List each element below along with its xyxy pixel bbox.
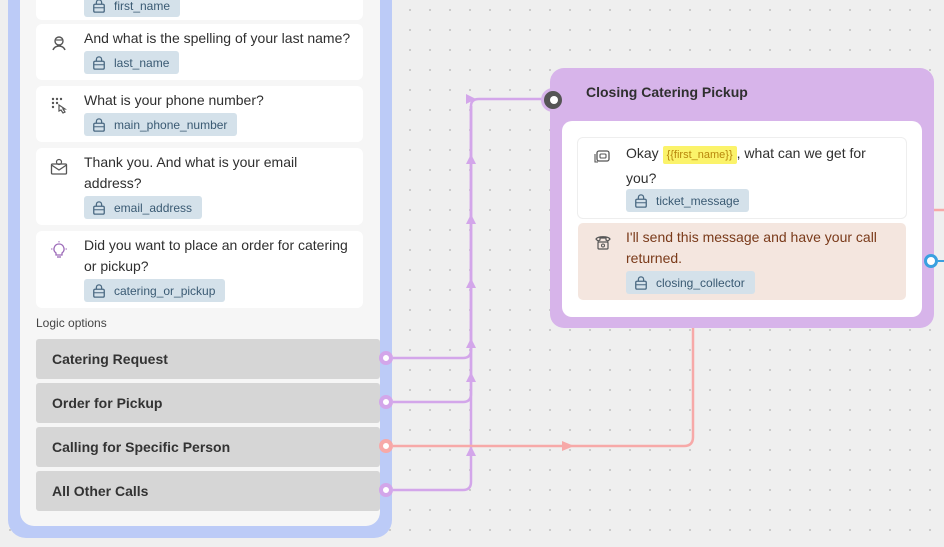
message-text-end: , what can we get for you? (626, 145, 866, 186)
lock-icon (93, 0, 105, 13)
question-card-first-name[interactable]: first_name (36, 0, 363, 20)
logic-option-specific-person[interactable]: Calling for Specific Person (36, 427, 380, 467)
logic-option-order-for-pickup[interactable]: Order for Pickup (36, 383, 380, 423)
variable-chip[interactable]: catering_or_pickup (84, 279, 226, 302)
question-card-email[interactable]: Thank you. And what is your email addres… (36, 148, 363, 225)
person-icon (52, 36, 66, 51)
logic-options-label: Logic options (36, 316, 107, 330)
question-card-order-type[interactable]: Did you want to place an order for cater… (36, 231, 363, 308)
variable-chip-label: closing_collector (656, 275, 745, 290)
question-card-phone[interactable]: What is your phone number? main_phone_nu… (36, 86, 363, 142)
variable-chip[interactable]: first_name (84, 0, 181, 17)
message-card-callback[interactable]: I'll send this message and have your cal… (578, 223, 906, 300)
variable-chip-label: email_address (114, 200, 193, 215)
output-port[interactable] (379, 483, 393, 497)
logic-option-catering-request[interactable]: Catering Request (36, 339, 380, 379)
question-text: And what is the spelling of your last na… (84, 30, 351, 46)
lock-icon (93, 200, 105, 215)
variable-chip-label: catering_or_pickup (114, 283, 216, 298)
question-card-last-name[interactable]: And what is the spelling of your last na… (36, 24, 363, 80)
variable-chip-label: main_phone_number (114, 117, 228, 132)
dialpad-icon (51, 97, 67, 114)
question-text: What is your phone number? (84, 92, 264, 108)
variable-chip[interactable]: closing_collector (626, 271, 755, 294)
phone-icon (595, 236, 611, 250)
chat-icon (594, 150, 610, 163)
lock-icon (635, 193, 647, 208)
lightbulb-icon (51, 241, 67, 258)
output-port[interactable] (379, 439, 393, 453)
logic-option-all-other-calls[interactable]: All Other Calls (36, 471, 380, 511)
envelope-icon (50, 158, 68, 175)
output-port[interactable] (379, 395, 393, 409)
lock-icon (93, 55, 105, 70)
message-text: Okay {{first_name}}, what can we get for… (626, 142, 896, 190)
input-port[interactable] (541, 88, 565, 112)
lock-icon (635, 275, 647, 290)
variable-chip-label: ticket_message (656, 193, 740, 208)
output-port[interactable] (379, 351, 393, 365)
output-port-right[interactable] (924, 254, 938, 268)
variable-chip[interactable]: last_name (84, 51, 180, 74)
lock-icon (93, 117, 105, 132)
node-title: Closing Catering Pickup (586, 84, 748, 100)
variable-token: {{first_name}} (662, 146, 737, 164)
variable-chip[interactable]: email_address (84, 196, 203, 219)
wire-specific-person (393, 326, 695, 448)
lock-icon (93, 283, 105, 298)
message-card[interactable]: Okay {{first_name}}, what can we get for… (578, 138, 906, 218)
variable-chip-label: first_name (114, 0, 171, 13)
output-wire-stub (938, 260, 944, 262)
message-text: I'll send this message and have your cal… (626, 229, 877, 266)
question-text: Thank you. And what is your email addres… (84, 154, 298, 191)
variable-chip-label: last_name (114, 55, 170, 70)
question-text: Did you want to place an order for cater… (84, 237, 348, 274)
variable-chip[interactable]: ticket_message (626, 189, 750, 212)
input-port-dot (550, 96, 558, 104)
wire-all-other-calls (393, 106, 473, 492)
message-text-start: Okay (626, 145, 659, 161)
variable-chip[interactable]: main_phone_number (84, 113, 238, 136)
